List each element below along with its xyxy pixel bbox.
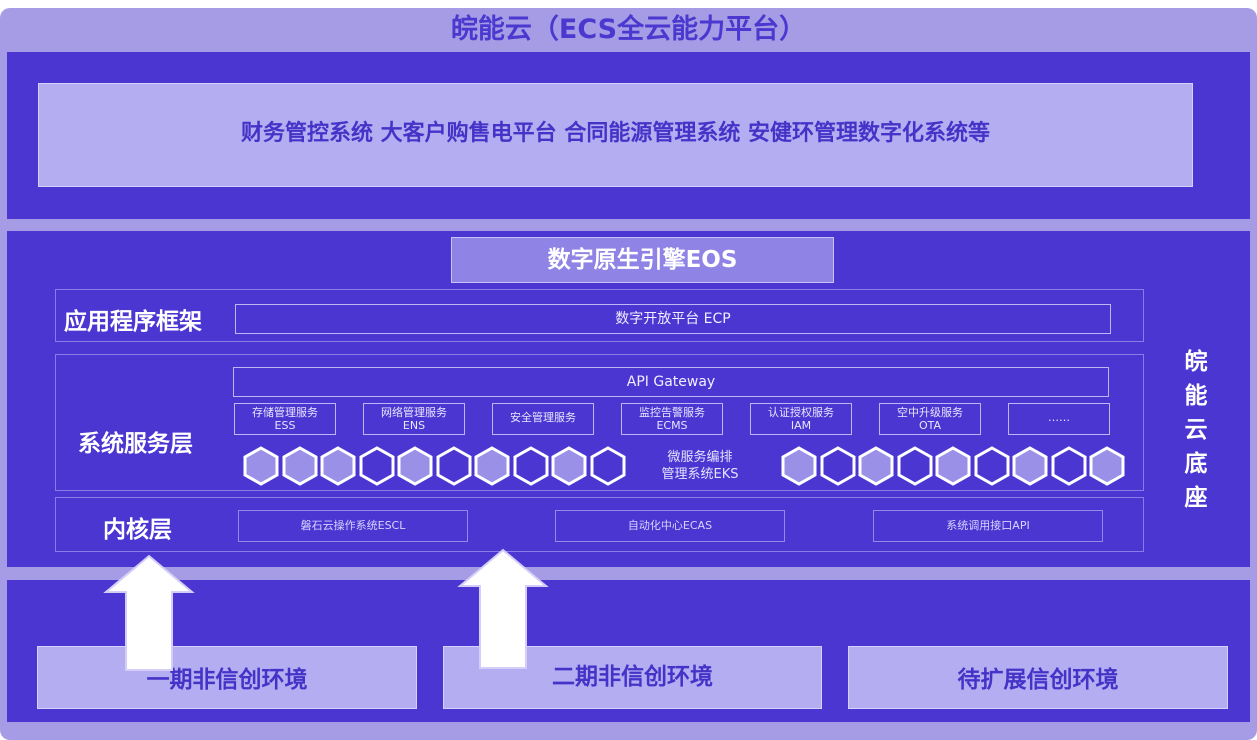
environment-box: 待扩展信创环境 xyxy=(848,646,1228,709)
service-item-name: 存储管理服务 xyxy=(252,406,318,419)
kernel-item: 系统调用接口API xyxy=(873,510,1103,542)
up-arrow-icon xyxy=(103,554,195,671)
eks-label-line2: 管理系统EKS xyxy=(661,467,739,482)
platform-panel xyxy=(7,231,1250,567)
framework-label: 应用程序框架 xyxy=(64,309,202,335)
hexagon-icon xyxy=(243,446,279,486)
framework-row xyxy=(55,289,1144,342)
hexagon-icon xyxy=(781,446,817,486)
service-item-code: OTA xyxy=(918,419,942,432)
service-item-name: 空中升级服务 xyxy=(897,406,963,419)
ecp-box: 数字开放平台 ECP xyxy=(235,304,1111,334)
service-item-name: 网络管理服务 xyxy=(381,406,447,419)
hexagon-icon xyxy=(359,446,394,486)
service-item: 空中升级服务 OTA xyxy=(879,403,981,435)
hexagon-icon xyxy=(590,446,625,486)
service-item-code: ENS xyxy=(402,419,426,432)
hexagon-icon xyxy=(974,446,1009,486)
service-item: …… xyxy=(1008,403,1110,435)
hexagon-icon xyxy=(820,446,855,486)
cloud-base-label: 皖 能 云 底 座 xyxy=(1176,345,1216,515)
cloud-base-char: 皖 xyxy=(1184,349,1208,375)
hexagon-icon xyxy=(397,446,433,486)
hexagon-icon xyxy=(1012,446,1048,486)
kernel-row xyxy=(55,497,1144,552)
cloud-base-char: 底 xyxy=(1184,451,1208,477)
microservice-hexagons-left xyxy=(243,446,628,486)
service-label: 系统服务层 xyxy=(78,431,193,457)
service-item: 监控告警服务 ECMS xyxy=(621,403,723,435)
microservice-hexagons-right xyxy=(781,446,1128,486)
eks-label: 微服务编排 管理系统EKS xyxy=(640,449,760,483)
page-title: 皖能云（ECS全云能力平台） xyxy=(450,14,807,45)
hexagon-icon xyxy=(1051,446,1086,486)
api-gateway-box: API Gateway xyxy=(233,367,1109,397)
hexagon-icon xyxy=(320,446,356,486)
service-item-code: IAM xyxy=(790,419,812,432)
service-item-code: ECMS xyxy=(656,419,688,432)
hexagon-icon xyxy=(858,446,894,486)
service-item-name: …… xyxy=(1048,411,1070,424)
environment-box: 一期非信创环境 xyxy=(37,646,417,709)
service-item: 存储管理服务 ESS xyxy=(234,403,336,435)
service-row xyxy=(55,354,1144,491)
service-item-name: 监控告警服务 xyxy=(639,406,705,419)
hexagon-icon xyxy=(282,446,317,486)
hexagon-icon xyxy=(436,446,471,486)
cloud-base-char: 能 xyxy=(1184,383,1208,409)
service-item: 安全管理服务 xyxy=(492,403,594,435)
service-item: 认证授权服务 IAM xyxy=(750,403,852,435)
eos-engine-box: 数字原生引擎EOS xyxy=(451,237,834,283)
hexagon-icon xyxy=(935,446,971,486)
eks-label-line1: 微服务编排 xyxy=(667,450,733,465)
service-item-code: ESS xyxy=(274,419,296,432)
hexagon-icon xyxy=(1089,446,1125,486)
service-item-name: 认证授权服务 xyxy=(768,406,834,419)
hexagon-icon xyxy=(513,446,548,486)
kernel-label: 内核层 xyxy=(103,517,172,543)
hexagon-icon xyxy=(897,446,932,486)
service-item: 网络管理服务 ENS xyxy=(363,403,465,435)
kernel-item: 磐石云操作系统ESCL xyxy=(238,510,468,542)
hexagon-icon xyxy=(551,446,587,486)
service-item-name: 安全管理服务 xyxy=(510,411,576,424)
up-arrow-icon xyxy=(457,548,549,669)
application-systems-box: 财务管控系统 大客户购售电平台 合同能源管理系统 安健环管理数字化系统等 xyxy=(38,83,1193,187)
cloud-base-char: 云 xyxy=(1184,417,1208,443)
hexagon-icon xyxy=(474,446,510,486)
kernel-item: 自动化中心ECAS xyxy=(555,510,785,542)
cloud-base-char: 座 xyxy=(1184,485,1208,511)
